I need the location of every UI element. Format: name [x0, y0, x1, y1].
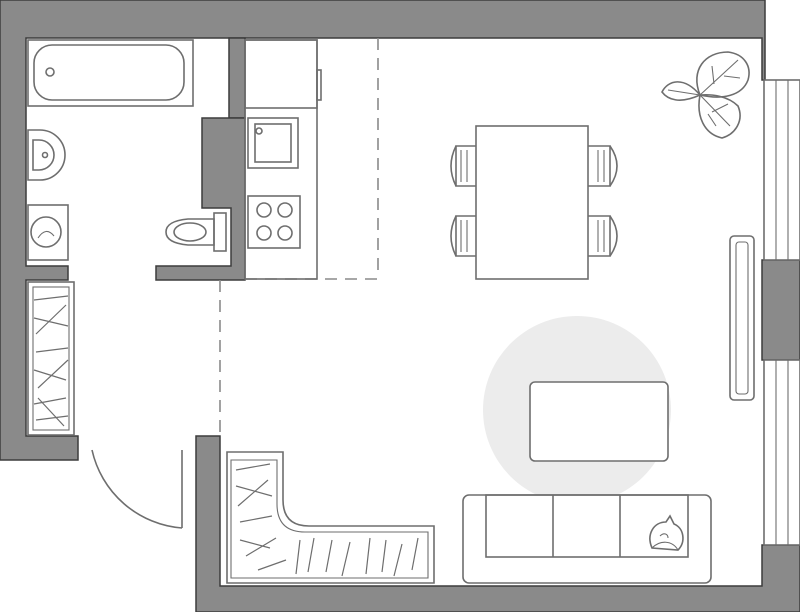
window-upper	[763, 79, 800, 261]
corner-sofa-icon	[226, 451, 435, 584]
wall-pier-right-1	[761, 259, 800, 361]
kitchen-sink-icon	[247, 117, 299, 169]
kitchen-counter-tall	[244, 39, 318, 109]
toilet-icon	[165, 212, 227, 252]
bathtub-icon	[27, 39, 194, 107]
window-lower	[763, 359, 800, 546]
wardrobe-icon	[27, 281, 75, 436]
sofa-icon	[462, 494, 712, 584]
outer-wall-bottom-right	[195, 435, 800, 612]
chair-icon	[588, 215, 618, 257]
chair-icon	[450, 215, 476, 257]
bathroom-partition-niche	[155, 117, 246, 281]
coffee-table-icon	[529, 381, 669, 462]
chair-icon	[588, 145, 618, 187]
washing-machine-icon	[27, 204, 69, 261]
cat-icon	[649, 514, 684, 551]
plant-icon	[661, 51, 750, 139]
cooktop-icon	[247, 195, 301, 249]
door-icon	[91, 449, 183, 529]
bathroom-partition-top	[228, 37, 246, 119]
fridge-handle	[316, 69, 322, 101]
radiator-icon	[729, 235, 755, 401]
washbasin-icon	[27, 129, 66, 181]
kitchen-counter	[244, 39, 318, 280]
chair-icon	[450, 145, 476, 187]
dining-table-icon	[475, 125, 589, 280]
